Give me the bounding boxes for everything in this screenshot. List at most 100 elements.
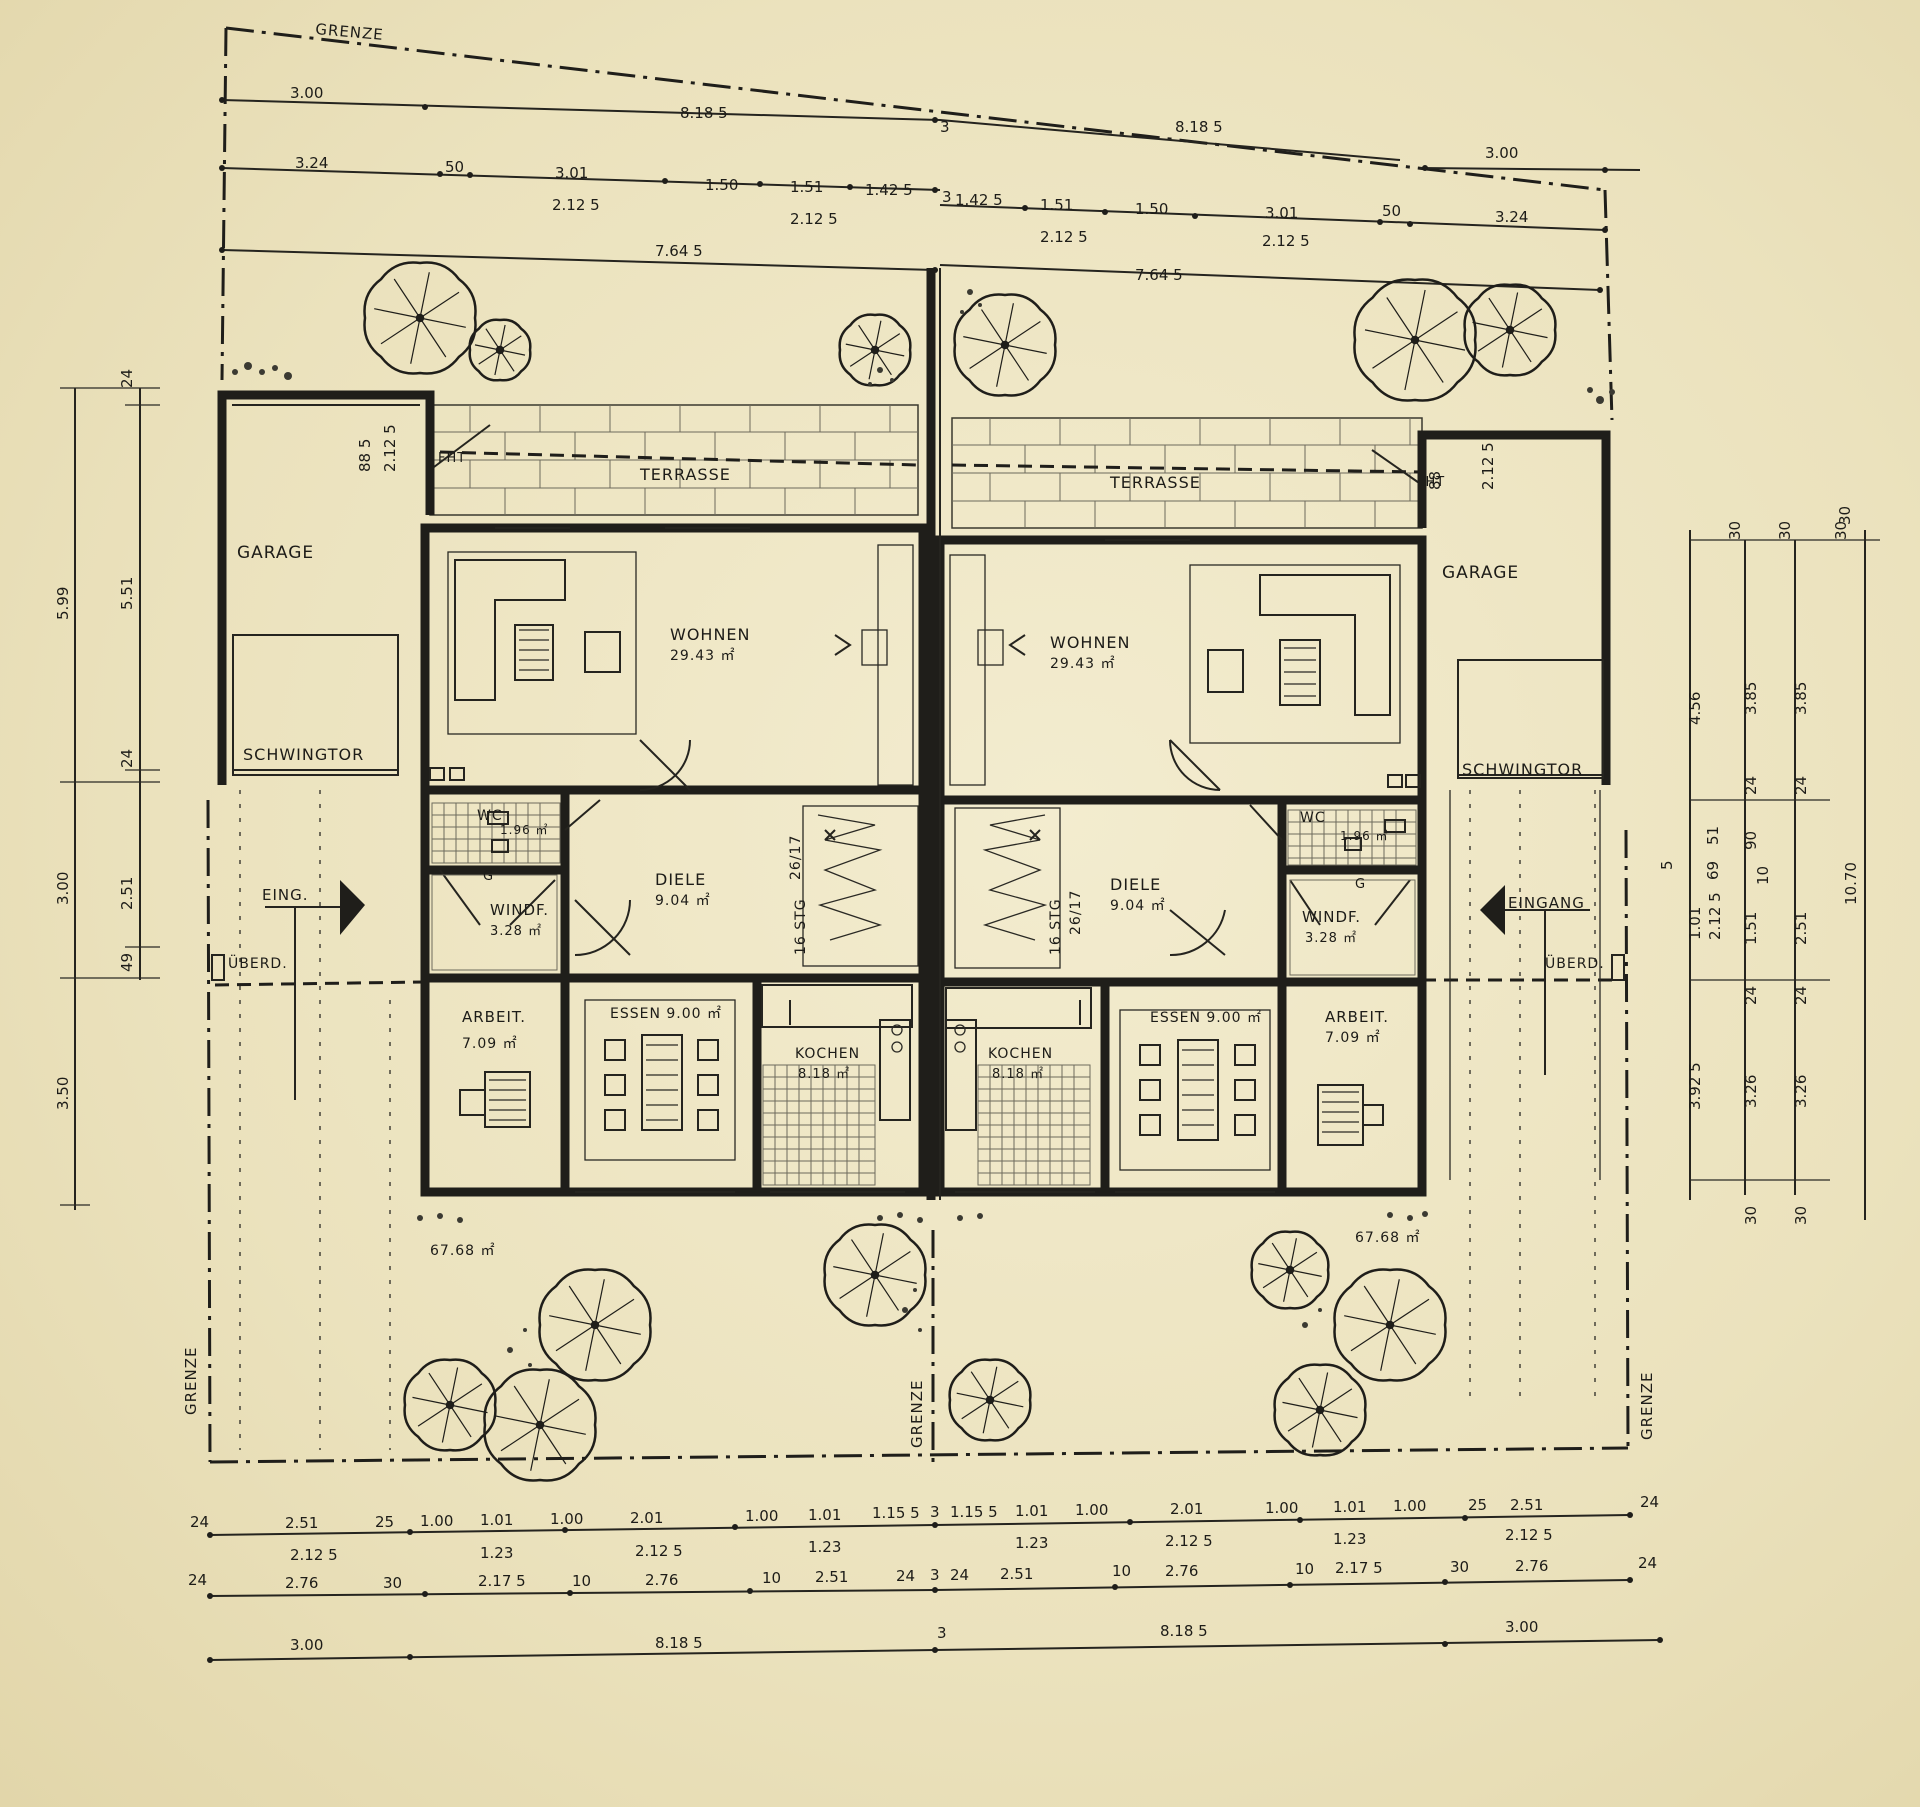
tree-branch <box>513 1385 541 1426</box>
terrace-label-left: TERRASSE <box>639 465 731 484</box>
tree-trunk <box>495 345 505 355</box>
tree-branch <box>874 1233 884 1276</box>
tree-branch <box>1262 1269 1291 1289</box>
dim-b2-5: 2.76 <box>645 1571 678 1589</box>
tree-branch <box>380 317 421 345</box>
tree-branch <box>485 328 501 351</box>
tree-trunk <box>985 1395 995 1405</box>
g-label-left: G <box>483 869 494 884</box>
tree-branch <box>410 317 421 364</box>
dim-right-c-24: 24 <box>1792 776 1810 795</box>
tree-trunk <box>535 1420 545 1430</box>
dim-right-c-2-51: 2.51 <box>1792 912 1810 945</box>
tree-symbol <box>823 1223 927 1327</box>
canopy-label-left: ÜBERD. <box>228 954 288 972</box>
tree-branch <box>1311 1409 1321 1448</box>
tree-trunk <box>1385 1320 1395 1330</box>
dim-right-c-3-26: 3.26 <box>1792 1075 1810 1108</box>
dim-right-b-1-51: 1.51 <box>1742 912 1760 945</box>
boundary-label-right: GRENZE <box>1638 1372 1656 1441</box>
tree-branch <box>1364 329 1416 341</box>
tree-branch <box>1319 1409 1358 1419</box>
dim-right-c-24b: 24 <box>1792 986 1810 1005</box>
tree-branch <box>989 1366 998 1401</box>
tree-branch <box>851 1239 876 1276</box>
dim-b1-1: 2.51 <box>285 1514 318 1532</box>
dim-b2-2: 30 <box>383 1574 402 1592</box>
dim-right-b-30: 30 <box>1726 521 1744 540</box>
tree-branch <box>989 1380 1019 1401</box>
tree-symbol <box>403 1358 497 1452</box>
tree-branch <box>961 1399 991 1420</box>
tree-branch <box>1372 339 1416 369</box>
room-label-kochen-left: KOCHEN <box>795 1046 860 1062</box>
dim-top2-l-4: 1.50 <box>705 176 738 194</box>
tree-symbol <box>1353 278 1477 402</box>
tree-branch <box>982 1399 991 1434</box>
tree-branch <box>1258 1263 1291 1271</box>
tree-branch <box>989 1399 1010 1429</box>
tree-branch <box>1509 329 1532 363</box>
room-area-windf-right: 3.28 ㎡ <box>1305 931 1357 946</box>
dim-right-4-56: 4.56 <box>1686 692 1704 725</box>
tree-branch <box>1319 1372 1329 1411</box>
dim-top2-l-6: 2.12 5 <box>790 210 838 228</box>
tree-branch <box>449 1367 459 1406</box>
dim-b2-4: 10 <box>572 1572 591 1590</box>
boundary-label-top: GRENZE <box>315 20 385 44</box>
dim-b2-12: 10 <box>1112 1562 1131 1580</box>
dim-top2-r-4: 3.01 <box>1265 204 1298 222</box>
dim-right-b-3-85: 3.85 <box>1742 682 1760 715</box>
dim-b3-3: 8.18 5 <box>1160 1622 1208 1640</box>
entrance-label-right: EINGANG <box>1508 894 1585 912</box>
tree-branch <box>1289 1269 1309 1298</box>
tree-branch <box>1004 321 1041 346</box>
dim-b1-0: 24 <box>190 1513 209 1531</box>
dim-b1-19: 2.51 <box>1510 1496 1543 1514</box>
tree-branch <box>1319 1388 1353 1411</box>
dim-b1-10: 3 <box>930 1503 940 1521</box>
house-right-walls <box>935 535 1427 1197</box>
dim-right-b-30b: 30 <box>1792 1206 1810 1225</box>
tree-branch <box>539 1398 580 1426</box>
room-label-essen-left: ESSEN 9.00 ㎡ <box>610 1006 722 1022</box>
dim-right-b-90: 90 <box>1742 831 1760 850</box>
dim-top2-l-0: 3.24 <box>295 154 328 172</box>
dim-b1-14: 2.01 <box>1170 1500 1203 1518</box>
tree-branch <box>1509 308 1543 331</box>
tree-branch <box>1414 339 1444 383</box>
tree-branch <box>989 1399 1024 1408</box>
stairs-ratio-left: 26/17 <box>788 835 804 880</box>
terrace-left <box>429 404 919 516</box>
tree-branch <box>594 1279 605 1326</box>
dim-top2-l-8: 3 <box>942 188 952 206</box>
tree-branch <box>874 333 901 351</box>
dim-b1-6: 2.01 <box>630 1509 663 1527</box>
room-label-wohnen-right: WOHNEN <box>1050 633 1131 652</box>
dim-left-3-00: 3.00 <box>54 872 72 905</box>
room-area-wc-left: 1.96 ㎡ <box>500 823 549 837</box>
canopy-label-right: ÜBERD. <box>1545 954 1605 972</box>
room-area-diele-left: 9.04 ㎡ <box>655 893 711 909</box>
tree-symbol <box>948 1358 1032 1442</box>
tree-branch <box>594 1324 622 1365</box>
dim-b1-9: 1.15 5 <box>872 1504 920 1522</box>
tree-symbol <box>363 261 477 375</box>
tree-branch <box>874 320 882 351</box>
dim-top2-r-3: 1.50 <box>1135 200 1168 218</box>
bottom-dimension-texts: 24 2.51 25 1.00 1.01 1.00 2.01 1.00 1.01… <box>188 1493 1659 1654</box>
room-area-kochen-right: 8.18 ㎡ <box>992 1067 1044 1082</box>
tree-branch <box>956 1392 991 1401</box>
dim-b2-15: 2.17 5 <box>1335 1559 1383 1577</box>
dim-b2-14: 10 <box>1295 1560 1314 1578</box>
dim-b1-8: 1.01 <box>808 1506 841 1524</box>
room-label-diele-right: DIELE <box>1110 875 1161 894</box>
dim-right-garage-88: 88 <box>1426 471 1444 490</box>
tree-branch <box>539 1424 567 1465</box>
dim-b2-9: 3 <box>930 1566 940 1584</box>
room-area-kochen-left: 8.18 ㎡ <box>798 1067 850 1082</box>
tree-branch <box>833 1266 876 1276</box>
tree-branch <box>1380 1324 1391 1371</box>
tree-trunk <box>870 345 880 355</box>
